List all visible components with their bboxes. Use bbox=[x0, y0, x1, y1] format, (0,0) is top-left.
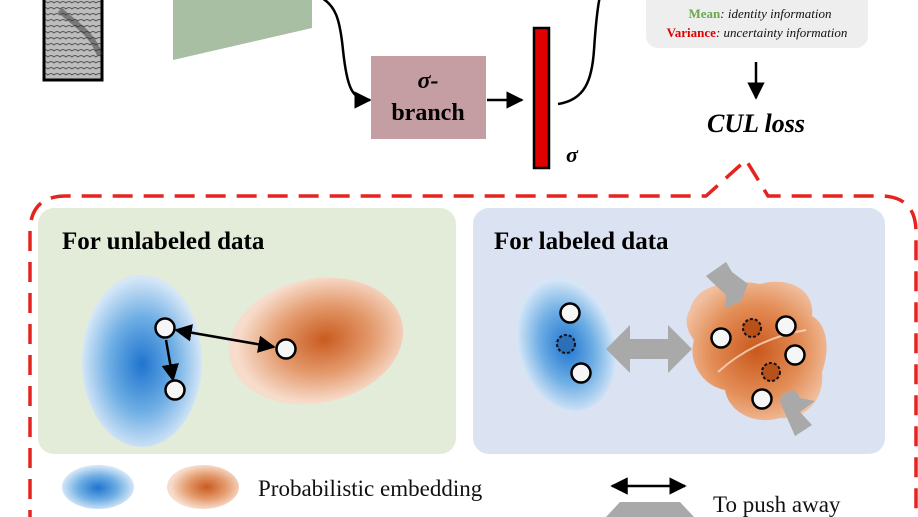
legend-orange-embedding bbox=[167, 465, 239, 509]
labeled-sample-point bbox=[559, 302, 581, 324]
labeled-sample-point bbox=[710, 327, 732, 349]
unlabeled-panel-title: For unlabeled data bbox=[62, 228, 265, 255]
sigma-output-bar bbox=[532, 26, 551, 170]
legend-embedding-label: Probabilistic embedding bbox=[258, 476, 483, 501]
labeled-panel: For labeled data bbox=[473, 208, 885, 454]
labeled-center-dashed bbox=[742, 318, 762, 338]
sigma-branch-word: branch bbox=[391, 100, 464, 126]
variance-key: Variance bbox=[667, 25, 717, 40]
gray-double-arrow bbox=[606, 325, 692, 373]
callout-dashed-border bbox=[28, 157, 918, 517]
mean-variance-note: Mean: identity information Variance: unc… bbox=[646, 0, 868, 48]
gray-push-arrow-top bbox=[706, 262, 748, 309]
labeled-sample-point bbox=[751, 388, 773, 410]
cul-loss-label: CUL loss bbox=[707, 109, 805, 138]
labeled-orange-embedding bbox=[686, 281, 827, 421]
svg-text:Mean: identity information: Mean: identity information bbox=[689, 6, 832, 21]
unlabeled-blue-embedding bbox=[82, 275, 202, 447]
input-image-thumbnail bbox=[42, 0, 104, 82]
svg-text:Variance: uncertainty informat: Variance: uncertainty information bbox=[667, 25, 848, 40]
labeled-sample-point bbox=[784, 344, 806, 366]
sigma-branch-symbol: σ- bbox=[418, 68, 439, 94]
unlabeled-push-arrow bbox=[174, 324, 276, 353]
labeled-panel-title: For labeled data bbox=[494, 228, 669, 255]
labeled-sample-point bbox=[570, 362, 592, 384]
sigma-output-label: σ bbox=[566, 142, 579, 167]
unlabeled-pull-arrow bbox=[161, 339, 179, 382]
variance-text: : uncertainty information bbox=[716, 25, 847, 40]
labeled-center-dashed bbox=[761, 362, 781, 382]
mean-text: : identity information bbox=[720, 6, 831, 21]
unlabeled-orange-embedding bbox=[228, 277, 404, 405]
labeled-sample-point bbox=[775, 315, 797, 337]
unlabeled-panel: For unlabeled data bbox=[38, 208, 456, 454]
legend: Probabilistic embedding To push away bbox=[62, 465, 841, 517]
unlabeled-sample-point bbox=[154, 317, 176, 339]
legend-blue-embedding bbox=[62, 465, 134, 509]
sigma-to-loss-connector bbox=[557, 0, 601, 106]
embedding-divider-line bbox=[717, 329, 807, 373]
legend-gray-arrow bbox=[606, 502, 694, 517]
unlabeled-sample-point bbox=[164, 379, 186, 401]
unlabeled-sample-point bbox=[275, 338, 297, 360]
legend-push-label: To push away bbox=[713, 492, 841, 517]
connector-to-sigma-branch bbox=[322, 0, 372, 109]
labeled-center-dashed bbox=[556, 334, 576, 354]
backbone-network-block bbox=[173, 0, 312, 60]
sigma-branch-box: σ- branch bbox=[371, 56, 486, 139]
gray-push-arrow-bottom bbox=[780, 390, 815, 436]
mean-key: Mean bbox=[689, 6, 722, 21]
